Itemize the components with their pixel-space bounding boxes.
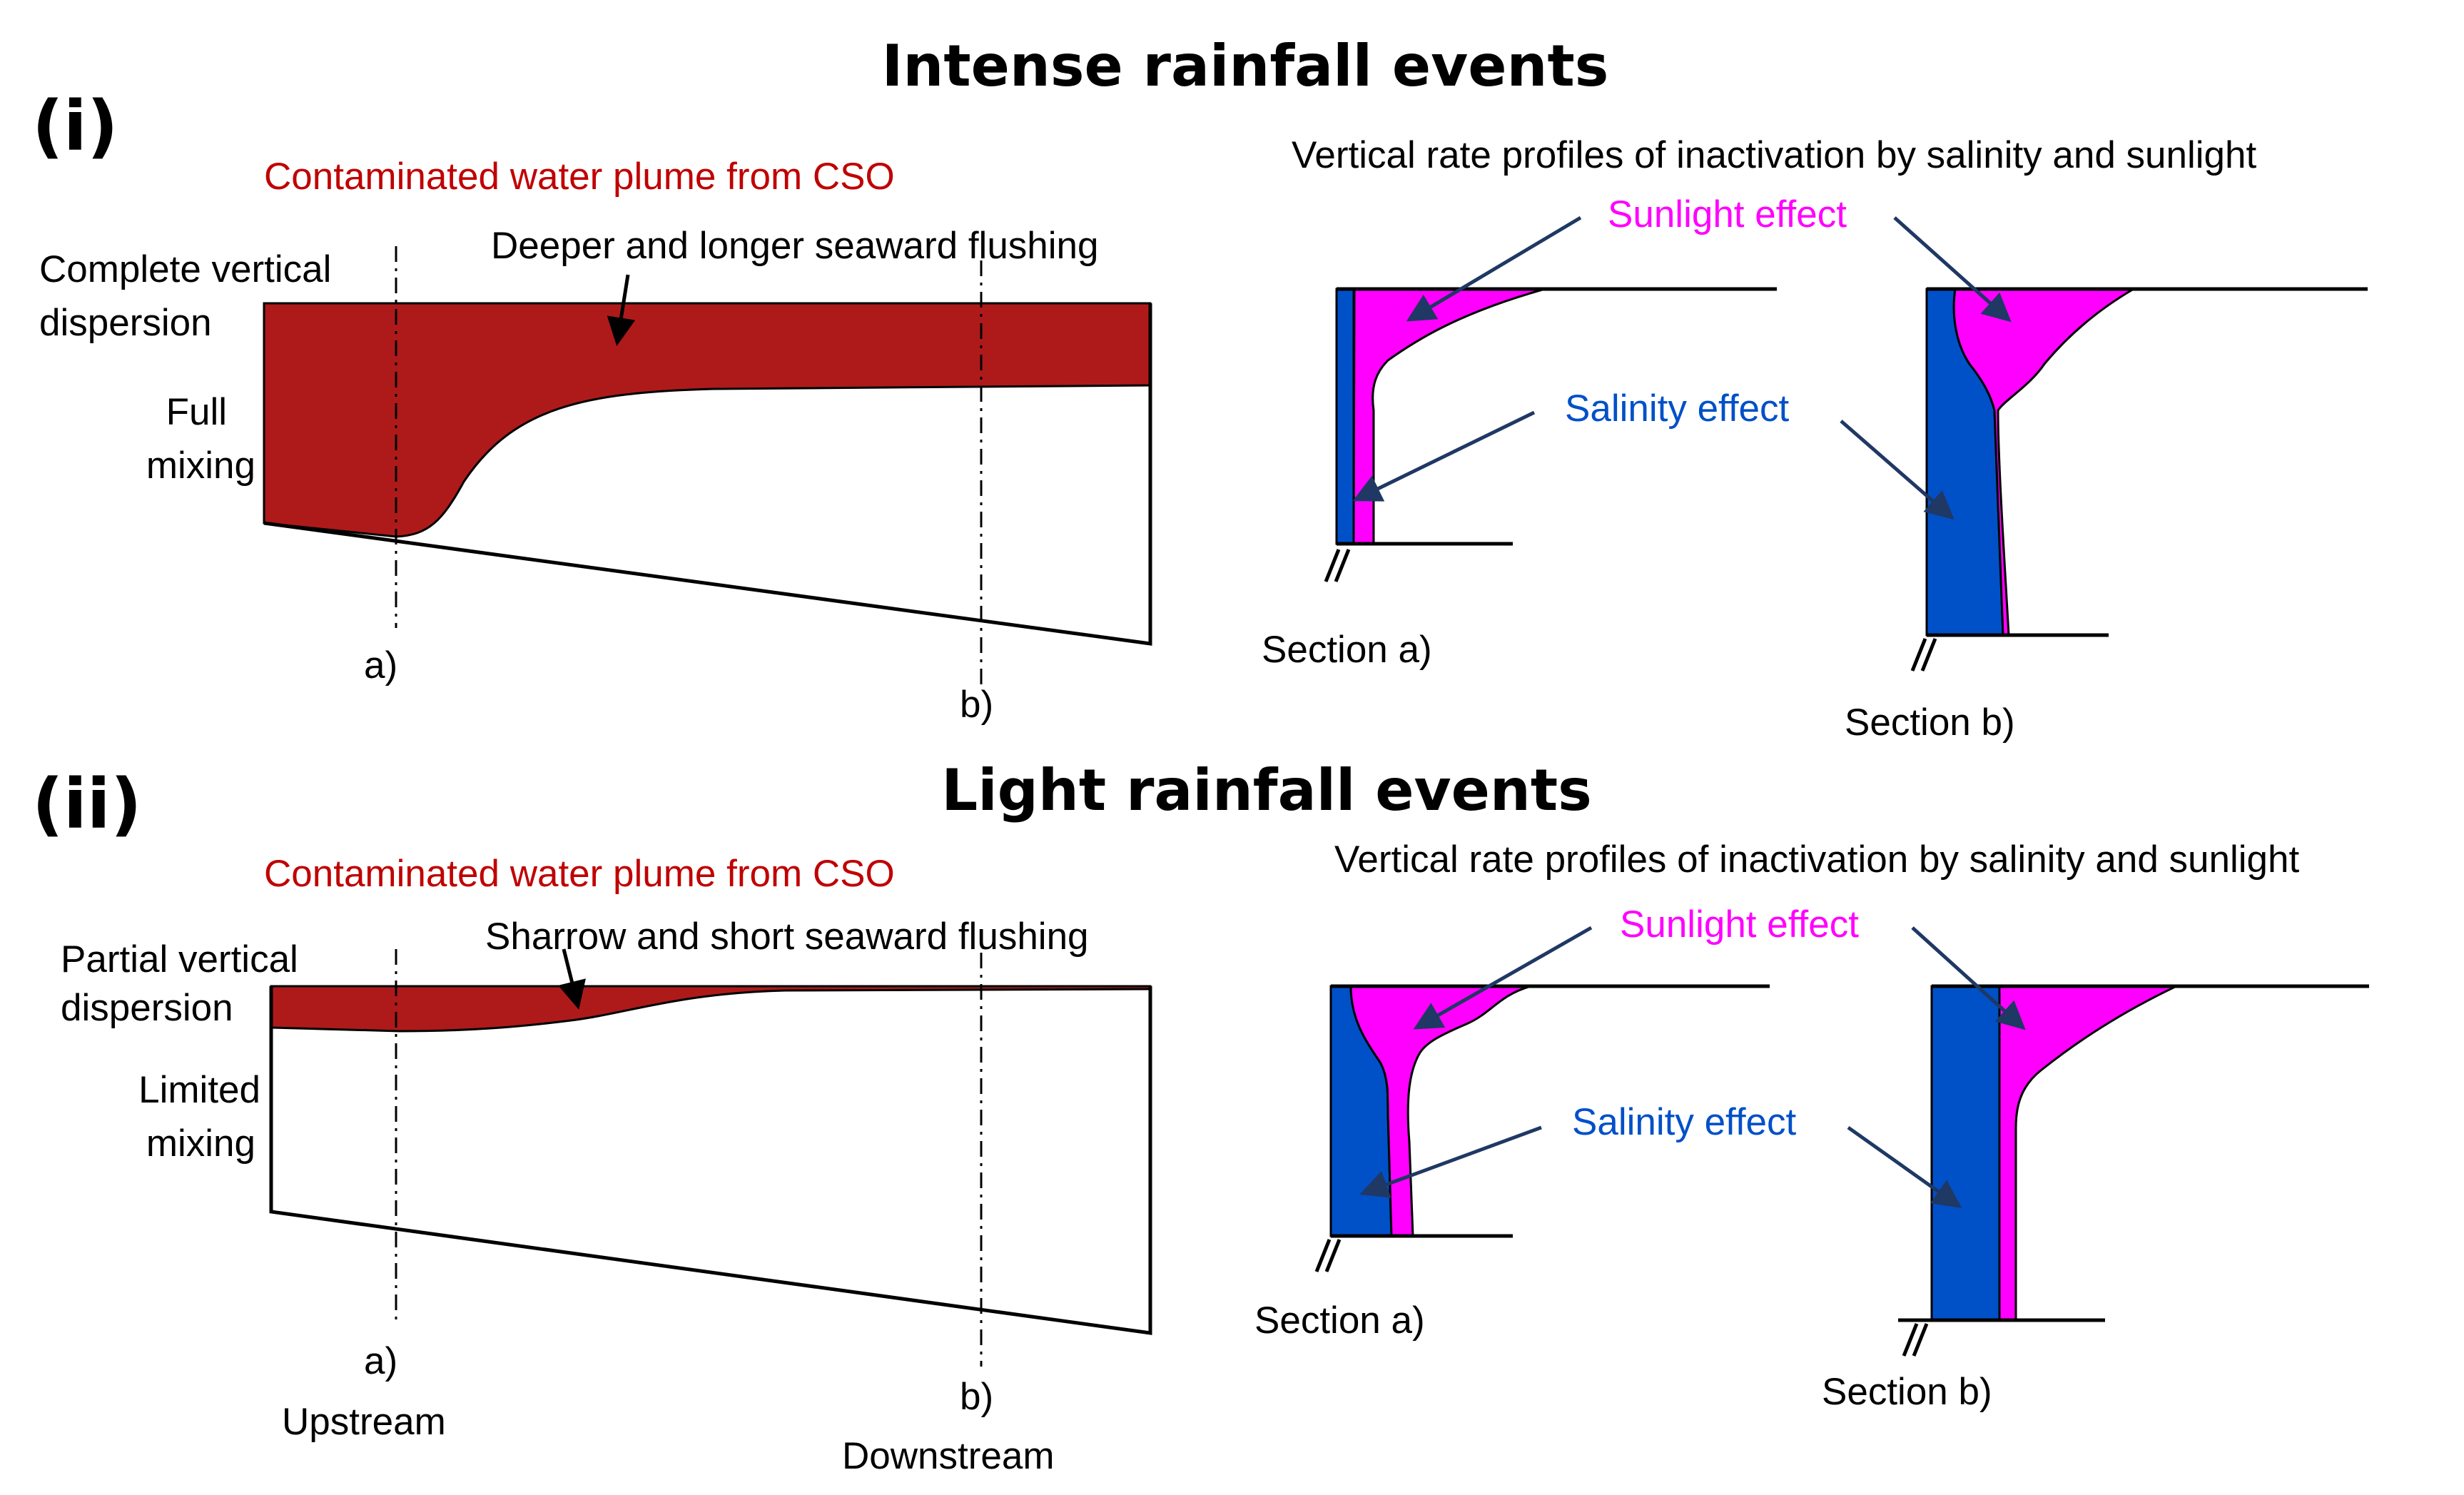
bed-hatch bbox=[1912, 1323, 1929, 1357]
salinity-profile bbox=[1930, 985, 2001, 1322]
profiles-title: Vertical rate profiles of inactivation b… bbox=[1334, 838, 2299, 881]
section-b-marker: b) bbox=[960, 1376, 993, 1418]
panel-title: Light rainfall events bbox=[941, 757, 1591, 823]
sunlight-profile bbox=[1952, 288, 2138, 637]
bed-hatch bbox=[1920, 638, 1937, 672]
section-a-label: Section a) bbox=[1254, 1299, 1425, 1342]
sunlight-arrow-b bbox=[1911, 926, 2026, 1030]
bed-hatch bbox=[1902, 1323, 1919, 1357]
plume-label: Contaminated water plume from CSO bbox=[264, 156, 895, 198]
profile-section-b bbox=[1910, 287, 2368, 672]
salinity-arrow-a bbox=[1359, 1125, 1542, 1198]
plume-label: Contaminated water plume from CSO bbox=[264, 853, 895, 895]
sunlight-arrow-a bbox=[1406, 216, 1582, 322]
section-b-label: Section b) bbox=[1822, 1371, 1992, 1413]
sunlight-label: Sunlight effect bbox=[1620, 903, 1859, 946]
panel-intense: Intense rainfall events (i) Contaminated… bbox=[32, 33, 2368, 744]
bed-hatch bbox=[1334, 549, 1351, 582]
sunlight-arrow-a bbox=[1413, 926, 1593, 1030]
dispersion-label-line1: Partial vertical bbox=[61, 938, 298, 980]
estuary-longitudinal-section bbox=[263, 246, 1152, 685]
dispersion-label-line2: dispersion bbox=[39, 302, 212, 344]
section-a-marker: a) bbox=[364, 644, 397, 686]
panel-light: Light rainfall events (ii) Contaminated … bbox=[32, 757, 2369, 1477]
downstream-label: Downstream bbox=[842, 1435, 1054, 1477]
salinity-label: Salinity effect bbox=[1572, 1101, 1797, 1143]
mixing-label-line1: Limited bbox=[138, 1069, 260, 1111]
flushing-arrow bbox=[607, 274, 636, 346]
flushing-arrow bbox=[558, 948, 586, 1010]
salinity-profile bbox=[1335, 288, 1355, 545]
sunlight-label: Sunlight effect bbox=[1608, 193, 1847, 235]
sunlight-arrow-b bbox=[1893, 216, 2012, 323]
mixing-label-line2: mixing bbox=[146, 445, 255, 487]
panel-roman-numeral: (i) bbox=[32, 86, 118, 166]
bed-hatch bbox=[1324, 549, 1341, 582]
bed-hatch bbox=[1910, 638, 1927, 672]
salinity-arrow-a bbox=[1352, 410, 1536, 502]
bed-hatch bbox=[1314, 1239, 1332, 1272]
section-a-label: Section a) bbox=[1262, 629, 1432, 671]
dispersion-label-line1: Complete vertical bbox=[39, 248, 331, 290]
mixing-label-line2: mixing bbox=[146, 1122, 255, 1165]
bed-hatch bbox=[1324, 1239, 1342, 1272]
salinity-arrow-b bbox=[1840, 420, 1955, 520]
estuary-outline bbox=[263, 303, 1152, 646]
profile-section-a bbox=[1324, 287, 1777, 582]
flushing-label: Sharrow and short seaward flushing bbox=[485, 916, 1089, 958]
upstream-label: Upstream bbox=[282, 1401, 446, 1443]
profiles-title: Vertical rate profiles of inactivation b… bbox=[1292, 134, 2256, 176]
estuary-longitudinal-section bbox=[269, 948, 1152, 1367]
profile-section-b bbox=[1898, 984, 2369, 1357]
sunlight-profile bbox=[1998, 985, 2177, 1322]
flushing-label: Deeper and longer seaward flushing bbox=[491, 225, 1099, 267]
panel-roman-numeral: (ii) bbox=[32, 764, 142, 844]
dispersion-label-line2: dispersion bbox=[61, 987, 233, 1029]
salinity-label: Salinity effect bbox=[1565, 387, 1790, 430]
section-b-marker: b) bbox=[960, 684, 993, 726]
contaminated-plume bbox=[270, 985, 1152, 1033]
section-b-label: Section b) bbox=[1845, 701, 2015, 744]
section-a-marker: a) bbox=[364, 1340, 397, 1382]
sunlight-profile bbox=[1352, 288, 1546, 545]
contaminated-plume bbox=[263, 302, 1152, 538]
salinity-arrow-b bbox=[1847, 1125, 1962, 1208]
estuary-outline bbox=[269, 986, 1152, 1335]
panel-title: Intense rainfall events bbox=[882, 33, 1609, 99]
sunlight-profile bbox=[1349, 985, 1531, 1237]
mixing-label-line1: Full bbox=[166, 391, 227, 433]
